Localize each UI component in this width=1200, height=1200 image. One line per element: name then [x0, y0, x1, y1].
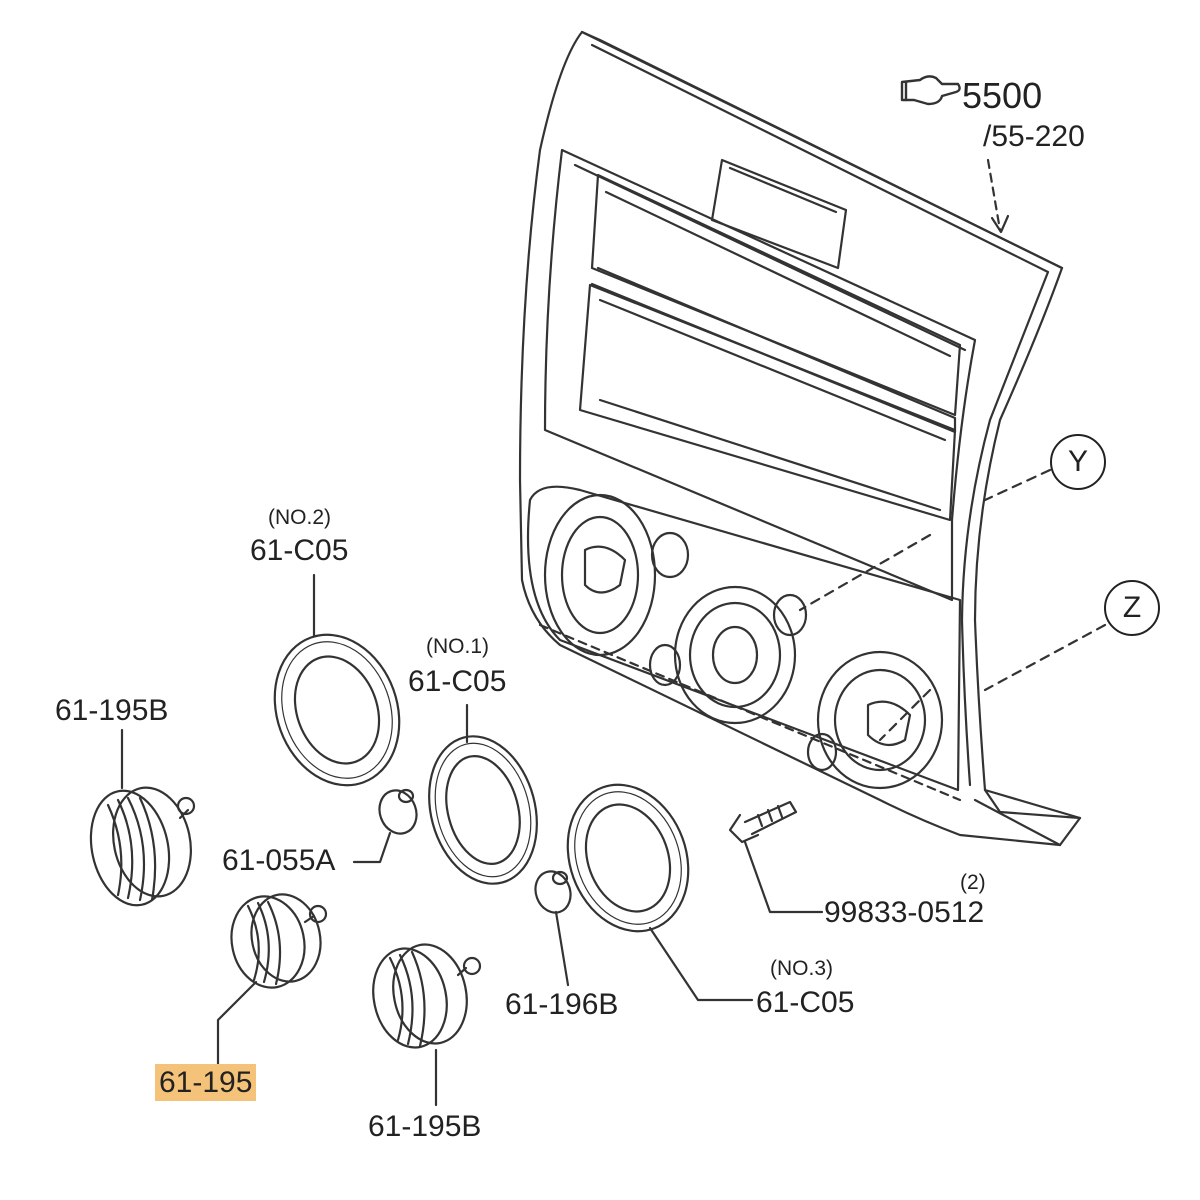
center-panel [518, 30, 1082, 847]
leader-195 [216, 980, 258, 1068]
leader-screw [743, 840, 824, 914]
leader-y-1 [983, 468, 1052, 502]
bezel-no2-qualifier: (NO.2) [268, 506, 331, 529]
small-knob-055a-part: 61-055A [222, 844, 336, 877]
bezel-no3 [566, 783, 690, 933]
bezel-no3-part: 61-C05 [756, 986, 855, 1019]
leader-z [983, 623, 1107, 692]
knob-195-highlighted [230, 893, 328, 989]
reference-number: 5500 [962, 75, 1043, 116]
reference-page: /55-220 [983, 120, 1085, 153]
knob-195-part: 61-195 [155, 1064, 257, 1101]
knob-195b-top [89, 786, 196, 907]
screw-qualifier: (2) [960, 871, 986, 894]
small-knob-196b [534, 870, 572, 914]
pointing-hand-icon [900, 75, 961, 106]
bezel-no1 [428, 735, 538, 885]
knob-195b-bottom [372, 943, 482, 1049]
small-knob-196b-part: 61-196B [505, 988, 619, 1021]
highlighted-part-number: 61-195 [155, 1064, 257, 1101]
bezel-no2-part: 61-C05 [250, 534, 349, 567]
small-knob-055a [378, 788, 418, 835]
reference-arrowhead [990, 214, 1010, 234]
leader-z-2 [878, 688, 932, 742]
screw-part: 99833-0512 [824, 896, 985, 929]
leader-055a [352, 831, 392, 864]
screw [728, 800, 798, 844]
callout-y: Y [1050, 434, 1106, 490]
leader-196b [554, 910, 570, 987]
bezel-no3-qualifier: (NO.3) [770, 957, 833, 980]
bezel-no1-qualifier: (NO.1) [426, 635, 489, 658]
knob-195b-top-part: 61-195B [55, 694, 169, 727]
knob-195b-bottom-part: 61-195B [368, 1110, 482, 1143]
leader-y-2 [798, 533, 932, 612]
bezel-no1-part: 61-C05 [408, 665, 507, 698]
callout-z: Z [1104, 580, 1160, 636]
leader-bezel-no3 [648, 926, 754, 1002]
bezel-no2 [273, 633, 401, 787]
reference-leader [986, 158, 1002, 232]
